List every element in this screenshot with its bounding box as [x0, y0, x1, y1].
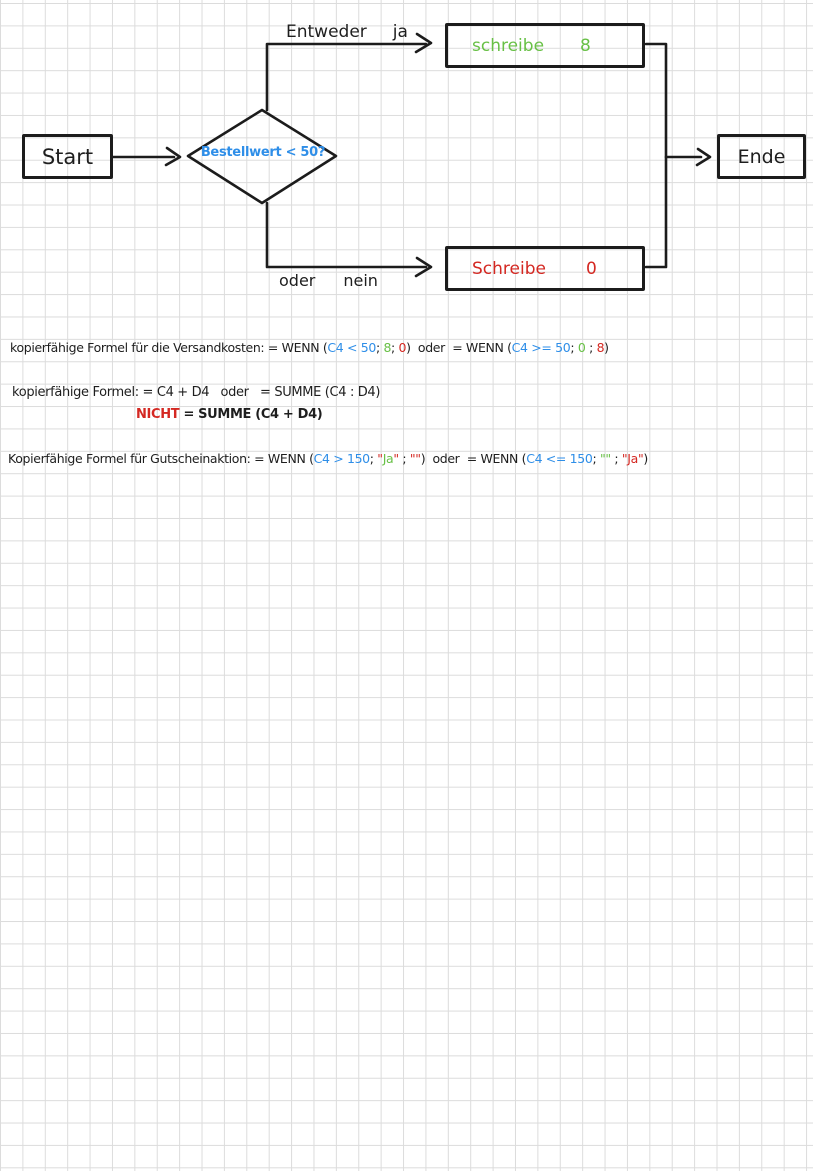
- arrowhead-merge-to-end-icon: [695, 147, 712, 167]
- write-8-node: schreibe 8: [445, 23, 645, 68]
- arrowhead-no-branch-icon: [414, 256, 433, 278]
- arrow-no-branch: [265, 201, 428, 269]
- arrowhead-start-to-decision-icon: [164, 146, 182, 167]
- branch-no-word2: nein: [343, 271, 378, 290]
- formula-line-summe: kopierfähige Formel: = C4 + D4 oder = SU…: [12, 385, 381, 400]
- formula-line-versandkosten: kopierfähige Formel für die Versandkoste…: [10, 340, 609, 355]
- write-0-node: Schreibe 0: [445, 246, 645, 291]
- decision-node-label: Bestellwert < 50?: [200, 145, 326, 160]
- arrowhead-yes-branch-icon: [414, 32, 433, 54]
- end-node-label: Ende: [737, 145, 786, 168]
- branch-yes-word1: Entweder: [286, 22, 367, 42]
- end-node: Ende: [717, 134, 806, 179]
- formula-line-nicht: NICHT = SUMME (C4 + D4): [136, 407, 323, 422]
- branch-label-yes: Entweder ja: [286, 22, 408, 42]
- branch-label-no: oder nein: [279, 271, 378, 290]
- formula-line-gutschein: Kopierfähige Formel für Gutscheinaktion:…: [8, 451, 648, 466]
- write-8-value: 8: [580, 35, 591, 56]
- start-node-label: Start: [41, 144, 94, 169]
- start-node: Start: [22, 134, 113, 179]
- merge-bracket: [644, 42, 668, 269]
- branch-no-word1: oder: [279, 271, 316, 290]
- write-8-word: schreibe: [472, 35, 545, 56]
- decision-diamond-shape: [186, 108, 338, 205]
- write-0-value: 0: [585, 258, 597, 279]
- flowchart-connectors: [111, 32, 712, 278]
- arrow-yes-branch: [265, 42, 428, 112]
- branch-yes-word2: ja: [392, 22, 408, 42]
- write-0-word: Schreibe: [472, 258, 546, 279]
